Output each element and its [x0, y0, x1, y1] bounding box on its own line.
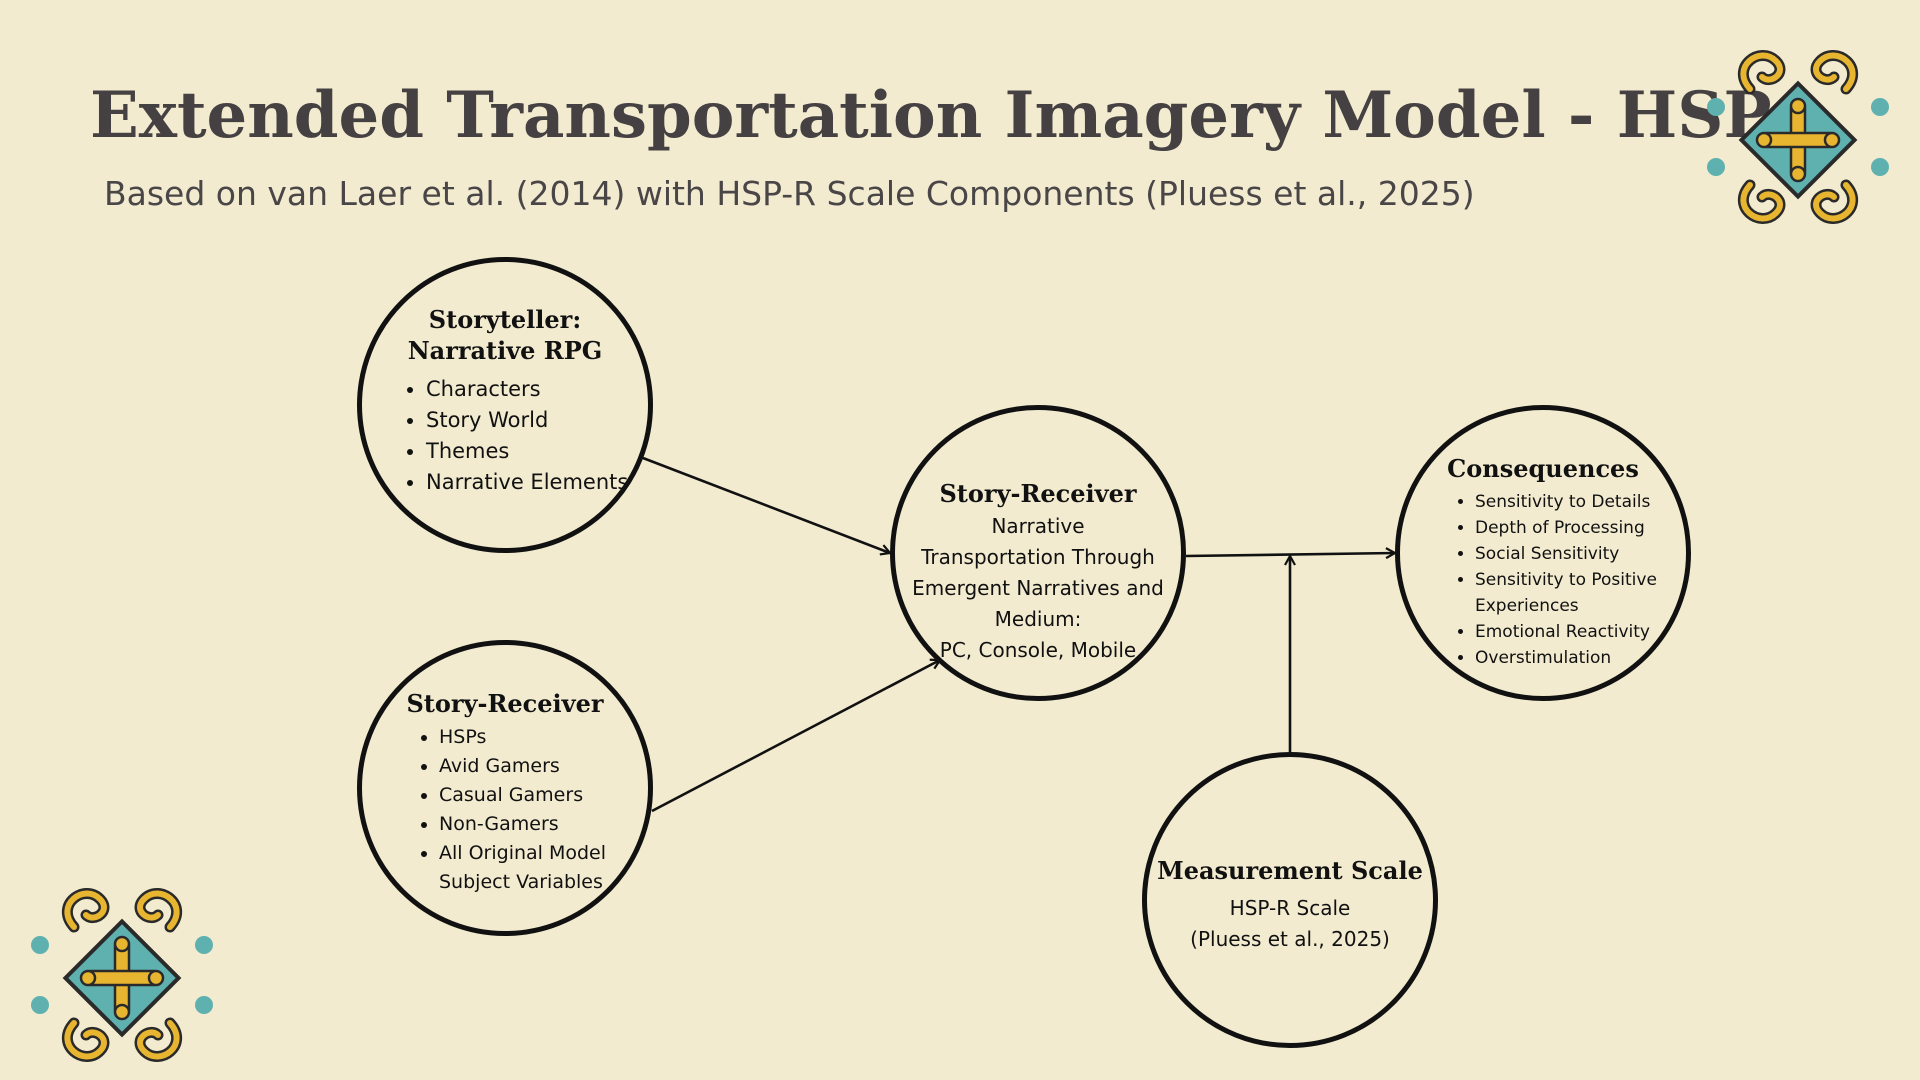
ornament-cross-icon	[1707, 50, 1889, 224]
node-consequences: Consequences Sensitivity to Details Dept…	[1395, 405, 1691, 701]
measurement-line: (Pluess et al., 2025)	[1190, 927, 1390, 951]
consequences-list: Sensitivity to Details Depth of Processi…	[1451, 489, 1657, 671]
page-subtitle: Based on van Laer et al. (2014) with HSP…	[104, 174, 1475, 213]
list-item: Avid Gamers	[439, 752, 606, 781]
receiver-center-body: Narrative Transportation Through Emergen…	[895, 511, 1181, 666]
list-item: Emotional Reactivity	[1475, 619, 1657, 645]
receiver-subjects-list: HSPs Avid Gamers Casual Gamers Non-Gamer…	[415, 723, 606, 897]
arrow-receiver-to-consequences	[1185, 553, 1395, 556]
node-receiver-subjects: Story-Receiver HSPs Avid Gamers Casual G…	[357, 640, 653, 936]
arrow-storyteller-to-receiver	[642, 456, 890, 553]
list-item: Social Sensitivity	[1475, 541, 1657, 567]
list-item: Non-Gamers	[439, 810, 606, 839]
page-title: Extended Transportation Imagery Model - …	[90, 78, 1772, 153]
receiver-subjects-heading: Story-Receiver	[406, 689, 604, 718]
ornament-cross-icon	[31, 888, 213, 1062]
list-item: Story World	[426, 405, 628, 436]
receiver-center-line: Narrative	[991, 514, 1085, 538]
node-storyteller: Storyteller: Narrative RPG Characters St…	[357, 257, 653, 553]
storyteller-heading-line2: Narrative RPG	[407, 336, 603, 365]
list-item: HSPs	[439, 723, 606, 752]
measurement-line: HSP-R Scale	[1229, 896, 1351, 920]
list-item-continuation: Subject Variables	[439, 871, 603, 893]
list-item: Sensitivity to Positive	[1475, 567, 1657, 593]
storyteller-list: Characters Story World Themes Narrative …	[402, 374, 628, 498]
list-item: All Original Model	[439, 839, 606, 868]
storyteller-heading-line1: Storyteller:	[428, 305, 582, 334]
node-measurement: Measurement Scale HSP-R Scale (Pluess et…	[1142, 752, 1438, 1048]
list-item: Casual Gamers	[439, 781, 606, 810]
list-item: Depth of Processing	[1475, 515, 1657, 541]
receiver-center-line: Medium:	[994, 607, 1082, 631]
receiver-center-line: PC, Console, Mobile	[939, 638, 1137, 662]
consequences-heading: Consequences	[1447, 454, 1639, 483]
list-item: Overstimulation	[1475, 645, 1657, 671]
receiver-center-line: Transportation Through	[921, 545, 1155, 569]
node-receiver-center: Story-Receiver Narrative Transportation …	[890, 405, 1186, 701]
list-item: Themes	[426, 436, 628, 467]
measurement-heading: Measurement Scale	[1157, 856, 1423, 885]
arrow-subjects-to-receiver	[651, 660, 940, 813]
receiver-center-heading: Story-Receiver	[939, 479, 1137, 508]
receiver-center-line: Emergent Narratives and	[912, 576, 1164, 600]
list-item: Narrative Elements	[426, 467, 628, 498]
list-item: Characters	[426, 374, 628, 405]
measurement-body: HSP-R Scale (Pluess et al., 2025)	[1147, 893, 1433, 955]
list-item-continuation: Experiences	[1475, 596, 1579, 616]
list-item: Sensitivity to Details	[1475, 489, 1657, 515]
